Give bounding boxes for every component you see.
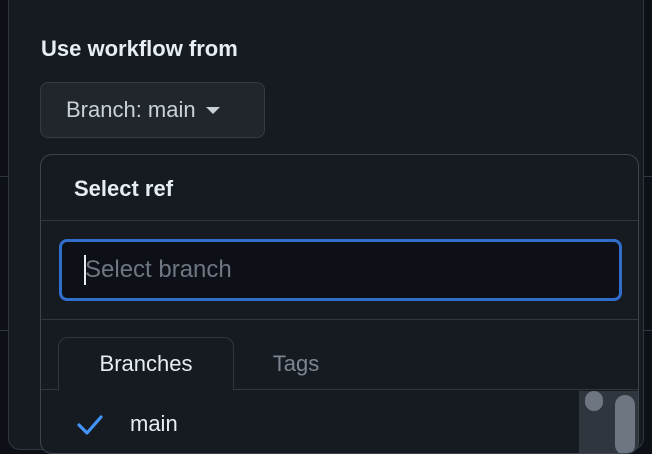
backdrop-divider: [0, 176, 8, 177]
scrollbar-thumb[interactable]: [585, 391, 603, 411]
section-title: Use workflow from: [41, 36, 238, 61]
list-item[interactable]: main: [41, 391, 581, 453]
scrollbar-thumb[interactable]: [615, 395, 635, 453]
branch-button-label: Branch: main: [66, 97, 196, 122]
check-icon: [77, 415, 103, 435]
branch-filter-input[interactable]: [59, 239, 622, 301]
tab-tags[interactable]: Tags: [272, 351, 320, 376]
select-ref-menu: Select ref Branches Tags main: [40, 154, 639, 454]
backdrop-divider: [644, 176, 652, 177]
branch-select-button[interactable]: Branch: main: [40, 82, 265, 138]
ref-tabs: Branches Tags: [41, 320, 638, 391]
menu-filter-area: [41, 221, 638, 320]
text-cursor: [84, 255, 86, 285]
tab-branches[interactable]: Branches: [58, 337, 234, 391]
backdrop-divider: [0, 330, 8, 331]
menu-title: Select ref: [74, 176, 174, 201]
menu-header: Select ref: [41, 155, 638, 221]
branch-item-label: main: [130, 411, 178, 436]
backdrop-divider: [644, 330, 652, 331]
caret-down-icon: [205, 106, 220, 114]
